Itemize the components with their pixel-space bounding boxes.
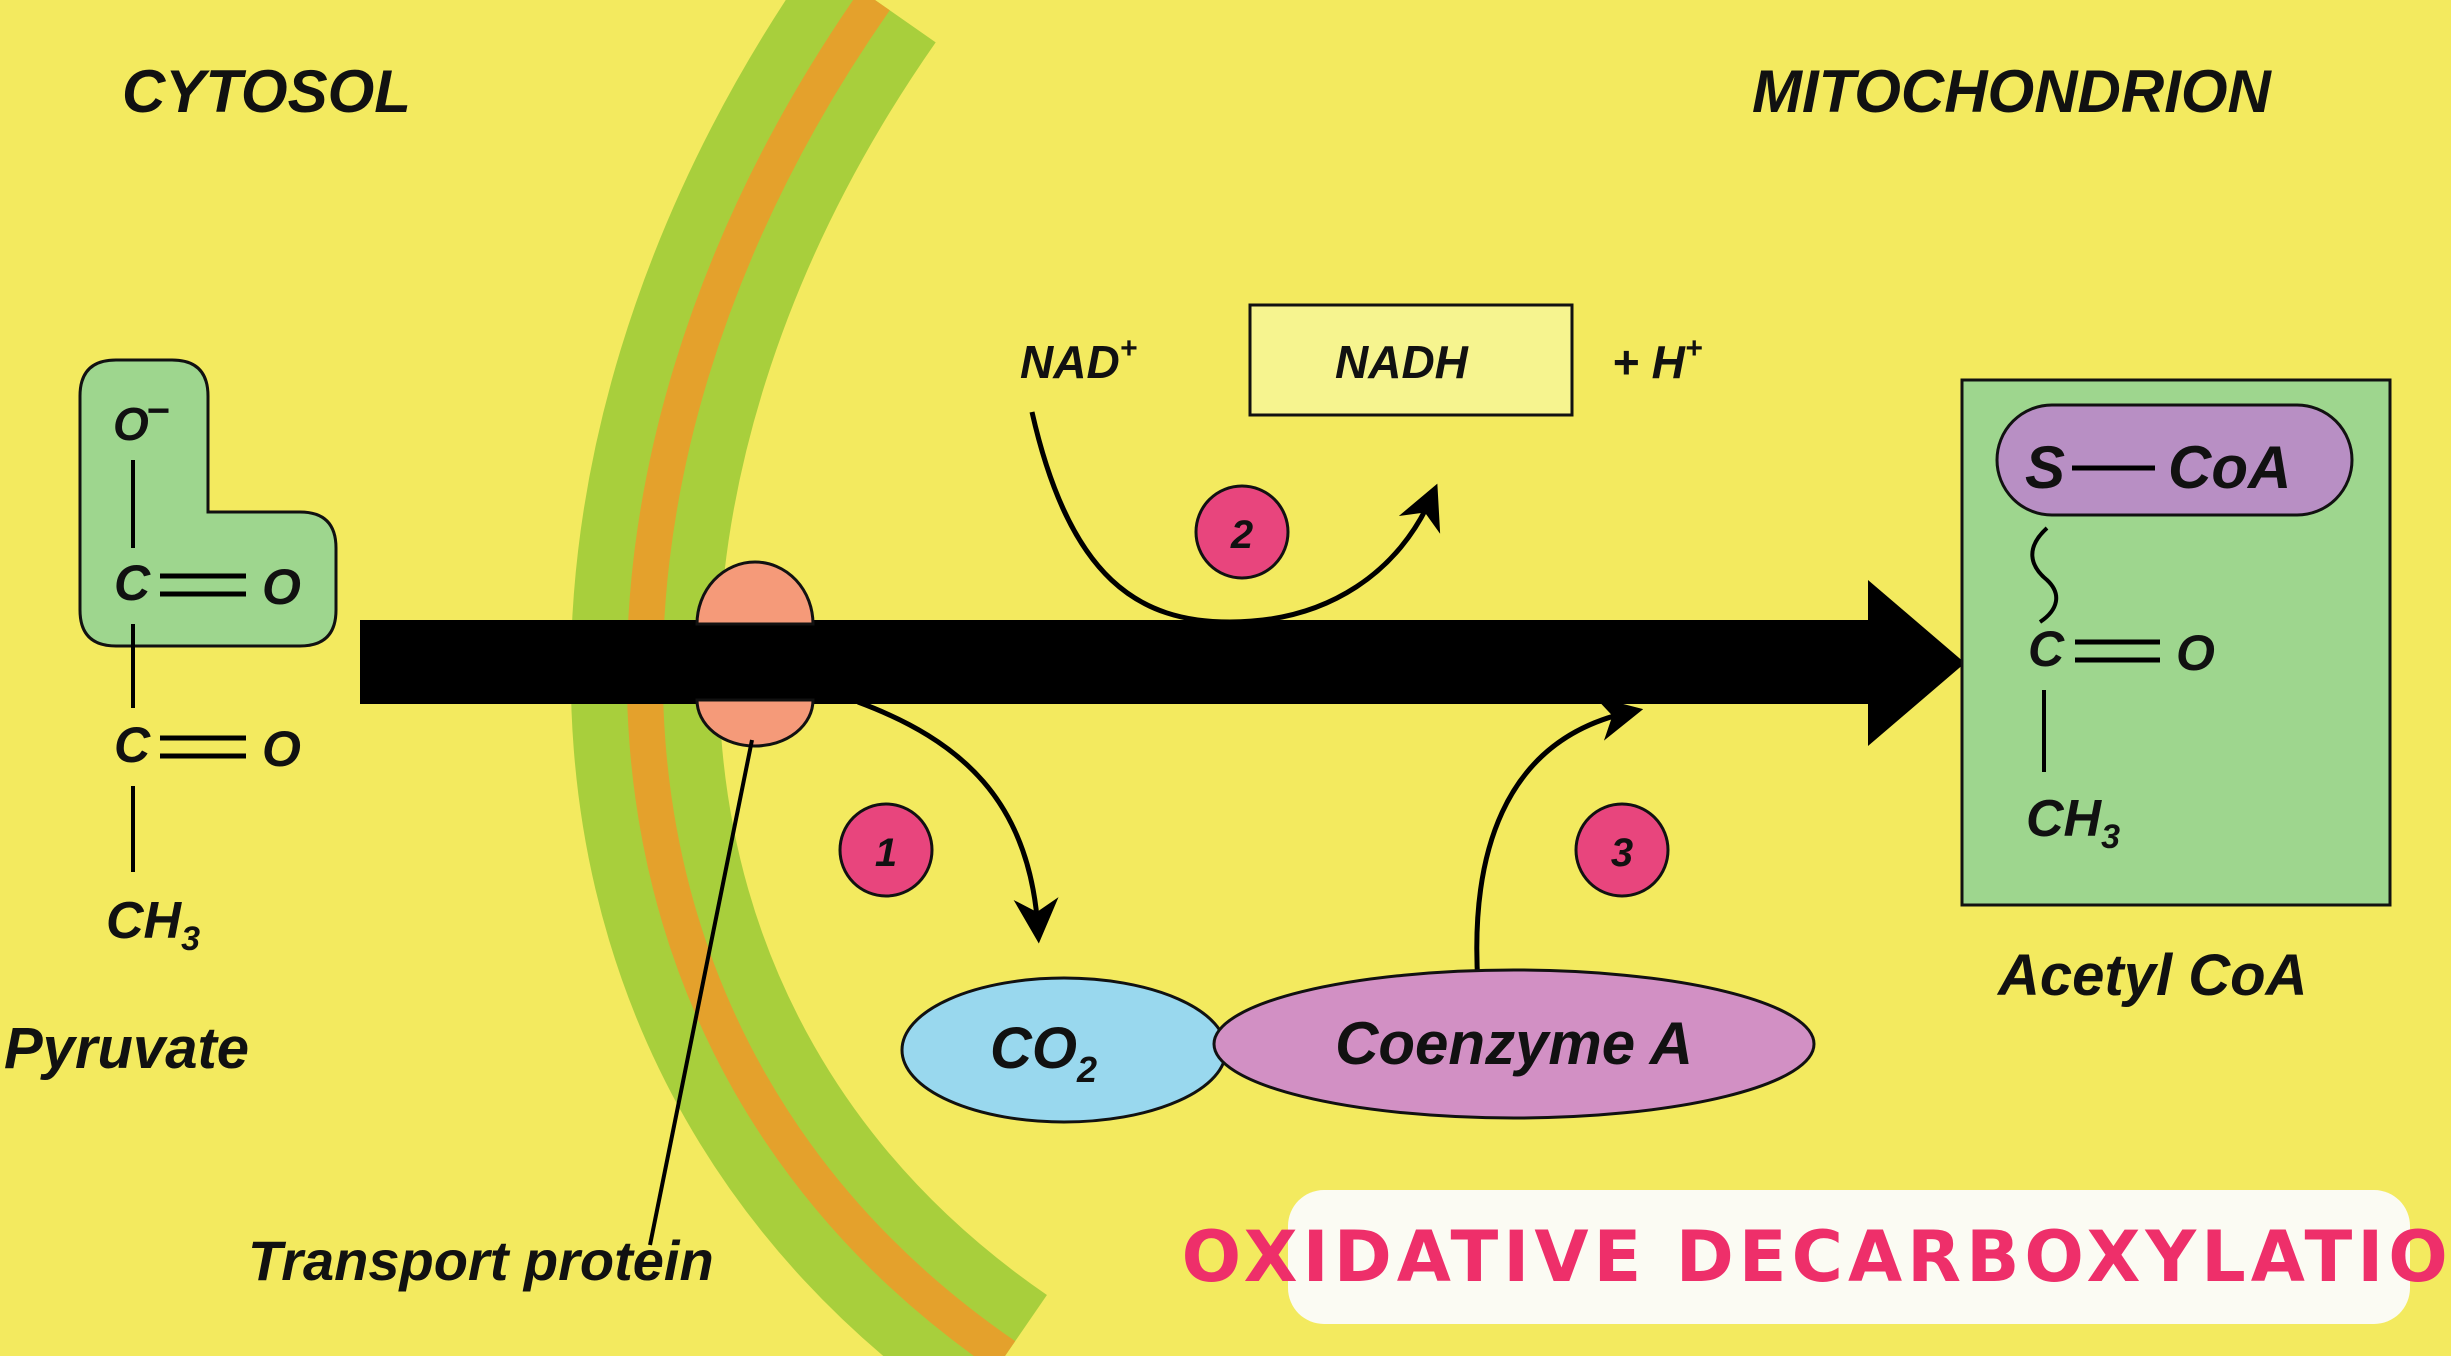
step-3-coenzyme-a: Coenzyme A <box>1212 696 1816 1120</box>
coenzyme-a-ellipse <box>1212 968 1816 1120</box>
main-reaction-arrow <box>360 580 1965 746</box>
step-2-circle <box>1194 484 1290 580</box>
mitochondrion-label: MITOCHONDRION <box>1752 58 2273 125</box>
pyruvate-carboxyl-box <box>78 358 338 648</box>
step-1-circle <box>838 802 934 898</box>
nad-curved-arrow <box>1029 411 1441 625</box>
pyruvate-molecule: O − C O C O CH3 Pyruvate <box>4 358 338 1081</box>
diagram-title: OXIDATIVE DECARBOXYLATION <box>1181 1216 2451 1298</box>
acetyl-coa-label: Acetyl CoA <box>1996 943 2307 1008</box>
acetyl-coa-oxygen: O <box>2176 625 2215 681</box>
nad-label: NAD+ <box>1020 332 1137 388</box>
transport-protein: Transport protein <box>248 560 815 1292</box>
pyruvate-methyl: CH3 <box>106 892 200 958</box>
pyruvate-oxygen-1: O <box>262 559 301 615</box>
arrow-shaft <box>360 620 1880 704</box>
step-1-co2-release: CO2 <box>857 699 1228 1124</box>
step-2-nad-reduction: NAD+ NADH + H+ <box>1020 303 1702 625</box>
coa-pill <box>1995 403 2354 517</box>
cytosol-label: CYTOSOL <box>122 58 411 125</box>
acetyl-coa-coa: CoA <box>2168 434 2291 501</box>
acetyl-coa-molecule: S CoA C O CH3 Acetyl CoA <box>1960 378 2392 1008</box>
title-banner: OXIDATIVE DECARBOXYLATION <box>1182 1190 2451 1324</box>
co2-curved-arrow <box>857 699 1059 944</box>
co2-label: CO2 <box>990 1016 1097 1090</box>
coenzyme-a-label: Coenzyme A <box>1335 1010 1693 1077</box>
plus-h-label: + H+ <box>1612 332 1702 388</box>
step-markers: 2 1 3 <box>838 484 1670 898</box>
transport-protein-bottom <box>695 698 815 748</box>
pyruvate-o-minus: O <box>113 398 149 450</box>
transport-protein-label: Transport protein <box>248 1229 714 1292</box>
step-3-number: 3 <box>1611 831 1633 875</box>
acetyl-coa-carbon: C <box>2028 621 2065 677</box>
thioester-bond <box>2030 526 2059 624</box>
pyruvate-label: Pyruvate <box>4 1016 249 1081</box>
mitochondrial-membrane <box>570 0 1047 1356</box>
arrow-head <box>1868 580 1965 746</box>
pyruvate-minus-sign: − <box>146 389 169 433</box>
nadh-box <box>1248 303 1574 417</box>
pyruvate-oxygen-2: O <box>262 721 301 777</box>
acetyl-coa-methyl: CH3 <box>2026 790 2120 856</box>
transport-protein-top <box>695 560 815 626</box>
nadh-label: NADH <box>1335 336 1469 388</box>
step-3-circle <box>1574 802 1670 898</box>
acetyl-coa-sulfur: S <box>2025 434 2065 501</box>
step-1-number: 1 <box>875 831 897 875</box>
step-2-number: 2 <box>1230 513 1253 557</box>
pyruvate-carbon-2: C <box>114 717 151 773</box>
pyruvate-carbon-1: C <box>114 555 151 611</box>
transport-protein-pointer <box>648 739 754 1246</box>
coenzyme-a-curved-arrow <box>1474 696 1644 986</box>
